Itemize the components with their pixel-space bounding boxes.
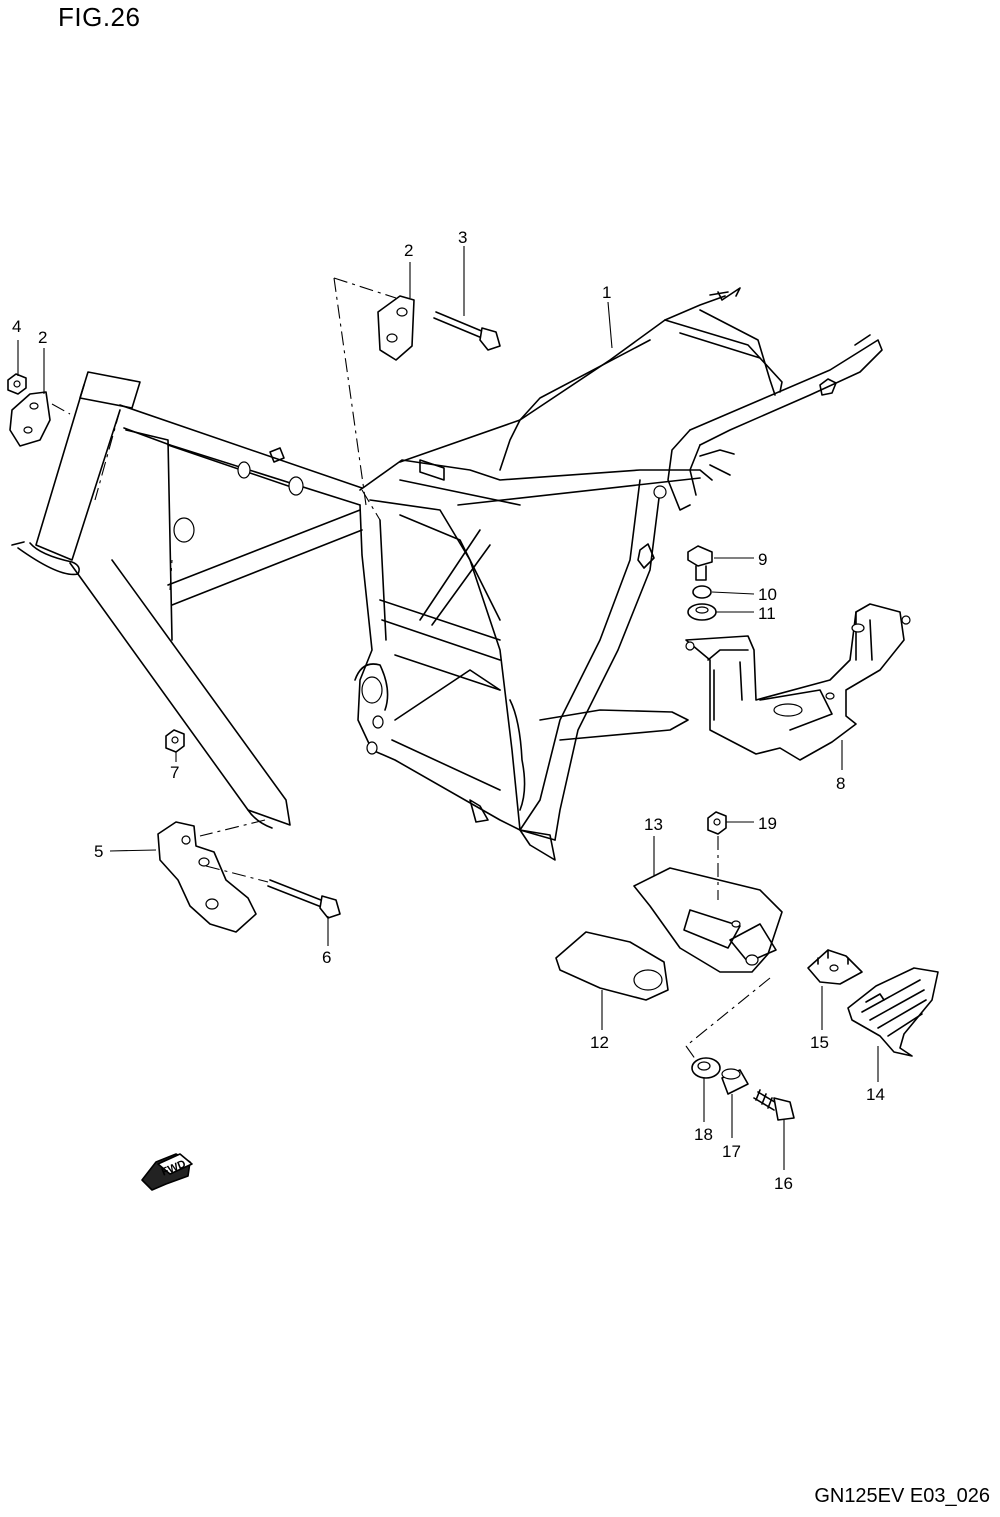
forward-direction-arrow: FWD <box>141 1153 193 1191</box>
figure-code: GN125EV E03_026 <box>814 1485 990 1507</box>
frame-body <box>11 287 883 861</box>
battery-holder-bracket <box>685 603 911 761</box>
callout-9: 9 <box>758 550 767 569</box>
callout-18: 18 <box>694 1125 713 1144</box>
callout-13: 13 <box>644 815 663 834</box>
callout-2-upper: 2 <box>404 241 413 260</box>
callout-7: 7 <box>170 763 179 782</box>
callout-19: 19 <box>758 814 777 833</box>
bolt-6 <box>267 879 341 919</box>
engine-mount-bracket-lower <box>157 821 257 933</box>
callout-8: 8 <box>836 774 845 793</box>
callout-2-left: 2 <box>38 328 47 347</box>
callout-11: 11 <box>758 604 776 623</box>
callout-4: 4 <box>12 317 21 336</box>
grommet-18 <box>691 1057 721 1079</box>
cover-plate-14 <box>847 967 939 1057</box>
collar-17 <box>721 1068 749 1095</box>
callout-5: 5 <box>94 842 103 861</box>
side-cover-13 <box>633 867 783 973</box>
bolt-3 <box>433 311 501 351</box>
callout-17: 17 <box>722 1142 741 1161</box>
bolt-16 <box>753 1089 795 1121</box>
washer-10 <box>692 585 712 599</box>
callout-15: 15 <box>810 1033 829 1052</box>
callout-12: 12 <box>590 1033 609 1052</box>
cover-pad-12 <box>555 931 669 1001</box>
callout-10: 10 <box>758 585 777 604</box>
figure-title: FIG.26 <box>58 2 141 32</box>
damper-15 <box>807 949 863 985</box>
engine-mount-plate-left <box>9 391 51 447</box>
callout-1: 1 <box>602 283 611 302</box>
bolt-9 <box>687 545 713 581</box>
callout-14: 14 <box>866 1085 885 1104</box>
callout-3: 3 <box>458 228 467 247</box>
callout-16: 16 <box>774 1174 793 1193</box>
callout-6: 6 <box>322 948 331 967</box>
engine-mount-plate-upper <box>377 295 415 361</box>
